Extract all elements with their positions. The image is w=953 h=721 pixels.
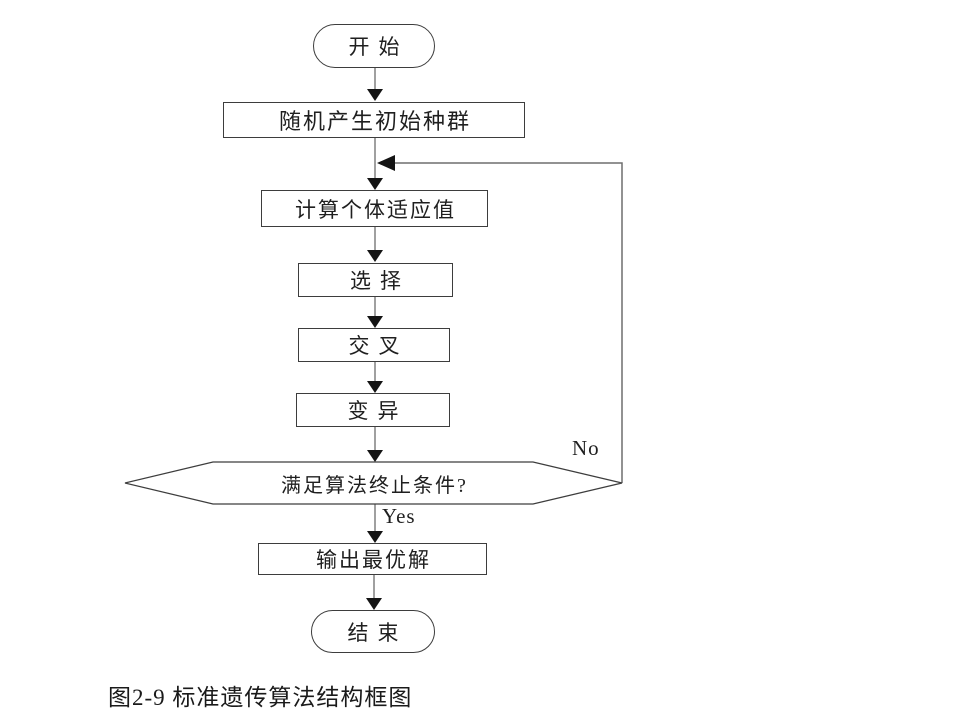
node-crossover: 交叉 [298,328,450,362]
node-selection: 选择 [298,263,453,297]
decision-hexagon-shape [124,461,623,505]
edge-no-feedback-loop [394,162,623,483]
arrowhead-into-decision [367,450,383,462]
node-init-population: 随机产生初始种群 [223,102,525,138]
arrowhead-into-crossover [367,316,383,328]
arrowhead-feedback-junction [377,155,395,171]
branch-label-yes: Yes [382,504,416,528]
arrowhead-into-end [366,598,382,610]
node-end: 结束 [311,610,435,653]
arrowhead-into-output [367,531,383,543]
arrowhead-into-mutation [367,381,383,393]
arrowhead-into-selection [367,250,383,262]
figure-caption: 图2-9 标准遗传算法结构框图 [108,685,413,710]
branch-label-no: No [572,436,600,460]
node-termination-condition: 满足算法终止条件? [281,474,468,497]
arrowhead-into-fitness [367,178,383,190]
node-start: 开始 [313,24,435,68]
node-fitness: 计算个体适应值 [261,190,488,227]
node-output-solution: 输出最优解 [258,543,487,575]
node-mutation: 变异 [296,393,450,427]
arrowhead-into-init [367,89,383,101]
